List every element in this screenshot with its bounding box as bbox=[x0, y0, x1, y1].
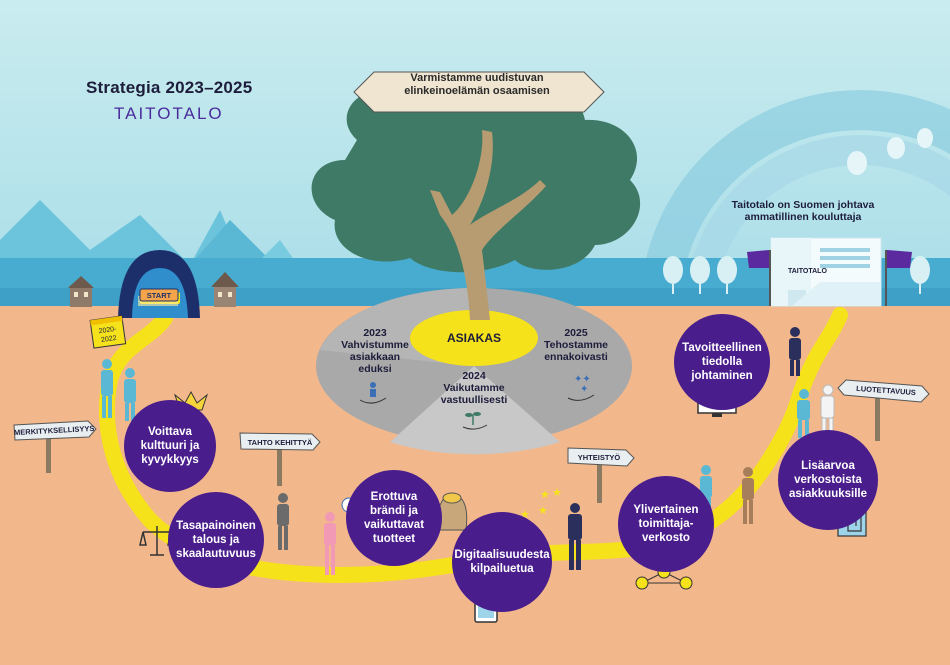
house-icon bbox=[68, 272, 239, 307]
banner-line: Varmistamme uudistuvan bbox=[410, 72, 544, 84]
sign-tahto: TAHTO KEHITTYÄ bbox=[247, 438, 313, 447]
path-road bbox=[99, 307, 848, 584]
page-title: Strategia 2023–2025 bbox=[86, 78, 253, 97]
hub-text: ennakoivasti bbox=[544, 351, 608, 363]
hub-2023: 2023 Vahvistumme asiakkaan eduksi bbox=[340, 327, 410, 375]
hand-sprout-icon bbox=[462, 412, 488, 430]
goal-line: kyvykkyys bbox=[141, 454, 199, 466]
banner-text: Varmistamme uudistuvan elinkeinoelämän o… bbox=[384, 72, 570, 98]
hub-year: 2024 bbox=[462, 370, 486, 382]
goal-line: Voittava bbox=[148, 426, 192, 438]
hub-text: Tehostamme bbox=[544, 339, 608, 351]
goal-line: kilpailuetua bbox=[470, 563, 534, 575]
goal-line: verkosto bbox=[642, 532, 690, 544]
sign-boards bbox=[13, 379, 930, 467]
goal-line: tuotteet bbox=[372, 533, 416, 545]
goal-line: asiakkuuksille bbox=[789, 488, 867, 500]
goal-kulttuuri: Voittava kulttuuri ja kyvykkyys bbox=[124, 400, 216, 492]
goal-line: tiedolla bbox=[701, 356, 743, 368]
goal-talous: Tasapainoinen talous ja skaalautuvuus bbox=[168, 492, 264, 588]
signpost bbox=[46, 395, 880, 503]
goal-line: Tavoitteellinen bbox=[682, 342, 762, 354]
balloon-icon bbox=[847, 128, 933, 175]
building-logo: TAITOTALO bbox=[788, 268, 827, 275]
tree-icon bbox=[311, 76, 641, 320]
banner-line: elinkeinoelämän osaamisen bbox=[404, 85, 550, 97]
goal-line: Digitaalisuudesta bbox=[454, 549, 550, 561]
goal-line: toimittaja- bbox=[638, 518, 694, 530]
svg-text:★: ★ bbox=[540, 488, 550, 501]
calendar-icon: 2020- 2022 bbox=[89, 315, 127, 349]
sign-yhteistyo: YHTEISTYÖ bbox=[577, 453, 621, 462]
goal-verkosto: Ylivertainen toimittaja- verkosto bbox=[618, 476, 714, 572]
tagline: Taitotalo on Suomen johtava ammatillinen… bbox=[728, 199, 878, 223]
goal-line: Ylivertainen bbox=[633, 504, 699, 516]
small-trees bbox=[663, 256, 930, 294]
svg-text:2022: 2022 bbox=[101, 335, 118, 344]
hub-year: 2023 bbox=[363, 327, 387, 339]
coins-sack-icon bbox=[437, 492, 468, 531]
svg-text:★: ★ bbox=[538, 504, 548, 517]
hub-text: asiakkaan bbox=[349, 351, 401, 363]
svg-text:2020-: 2020- bbox=[98, 326, 117, 336]
goal-line: kulttuuri ja bbox=[140, 440, 200, 452]
building bbox=[770, 237, 882, 307]
goal-line: verkostoista bbox=[794, 474, 862, 486]
hub-text: Vahvistumme bbox=[341, 339, 409, 351]
goal-line: vaikuttavat bbox=[363, 519, 425, 531]
hand-people-icon bbox=[359, 382, 387, 404]
hub-wheel bbox=[316, 288, 632, 455]
banner-ribbon bbox=[353, 71, 605, 113]
svg-text:✦✦: ✦✦ bbox=[574, 374, 591, 385]
tagline-line: ammatillinen kouluttaja bbox=[744, 211, 862, 223]
hub-year: 2025 bbox=[564, 327, 588, 339]
hub-text: eduksi bbox=[358, 363, 392, 375]
goal-line: Tasapainoinen bbox=[176, 520, 256, 532]
start-sign: START bbox=[139, 288, 179, 302]
rainbow bbox=[640, 90, 950, 311]
hub-text: Vaikutamme bbox=[443, 382, 505, 394]
svg-text:✦: ✦ bbox=[580, 384, 588, 395]
svg-text:★: ★ bbox=[552, 486, 562, 499]
flag-icon bbox=[747, 250, 912, 306]
goal-line: Lisäarvoa bbox=[801, 460, 855, 472]
goal-tieto: Tavoitteellinen tiedolla johtaminen bbox=[674, 314, 770, 410]
goal-digi: Digitaalisuudesta kilpailuetua bbox=[452, 512, 552, 612]
goal-line: skaalautuvuus bbox=[176, 548, 256, 560]
hub-2024: 2024 Vaikutamme vastuullisesti bbox=[434, 370, 514, 406]
tagline-line: Taitotalo on Suomen johtava bbox=[731, 199, 875, 211]
svg-text:★: ★ bbox=[520, 508, 530, 521]
svg-text:START: START bbox=[147, 291, 172, 300]
hub-text: vastuullisesti bbox=[440, 394, 508, 406]
goal-line: talous ja bbox=[192, 534, 240, 546]
goal-lisaarvo: Lisäarvoa verkostoista asiakkuuksille bbox=[778, 430, 878, 530]
goal-line: johtaminen bbox=[691, 370, 753, 382]
hand-sparkle-icon: ✦✦✦ bbox=[567, 374, 595, 401]
goal-brandi: Erottuva brändi ja vaikuttavat tuotteet bbox=[346, 470, 442, 566]
brand-wordmark: TAITOTALO bbox=[114, 104, 224, 123]
hub-2025: 2025 Tehostamme ennakoivasti bbox=[536, 327, 616, 363]
hub-center-label: ASIAKAS bbox=[446, 331, 501, 345]
goal-line: Erottuva bbox=[370, 491, 418, 503]
goal-line: brändi ja bbox=[370, 505, 418, 517]
